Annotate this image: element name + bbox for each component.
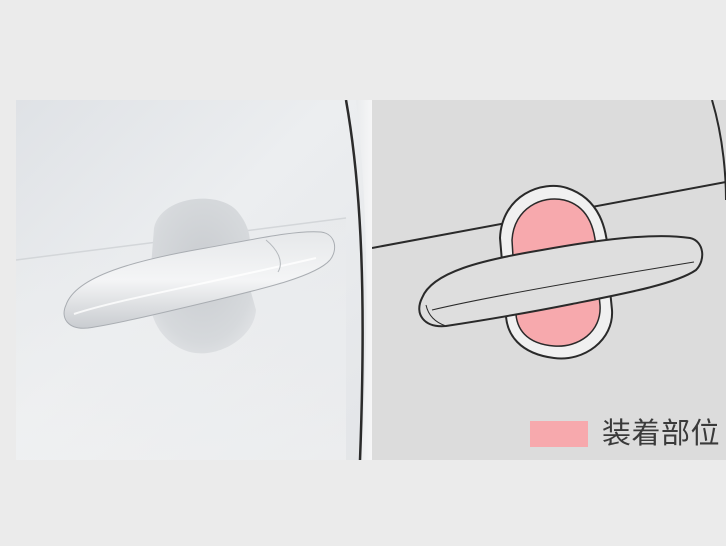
door-handle-illustration-icon: [372, 100, 726, 460]
door-handle-photo-image: [16, 100, 372, 460]
legend: 装着部位: [529, 416, 720, 450]
door-handle-photo: [16, 100, 372, 460]
door-handle-illustration: 装着部位: [372, 100, 726, 460]
legend-label: 装着部位: [601, 416, 720, 450]
legend-swatch: [529, 420, 588, 447]
